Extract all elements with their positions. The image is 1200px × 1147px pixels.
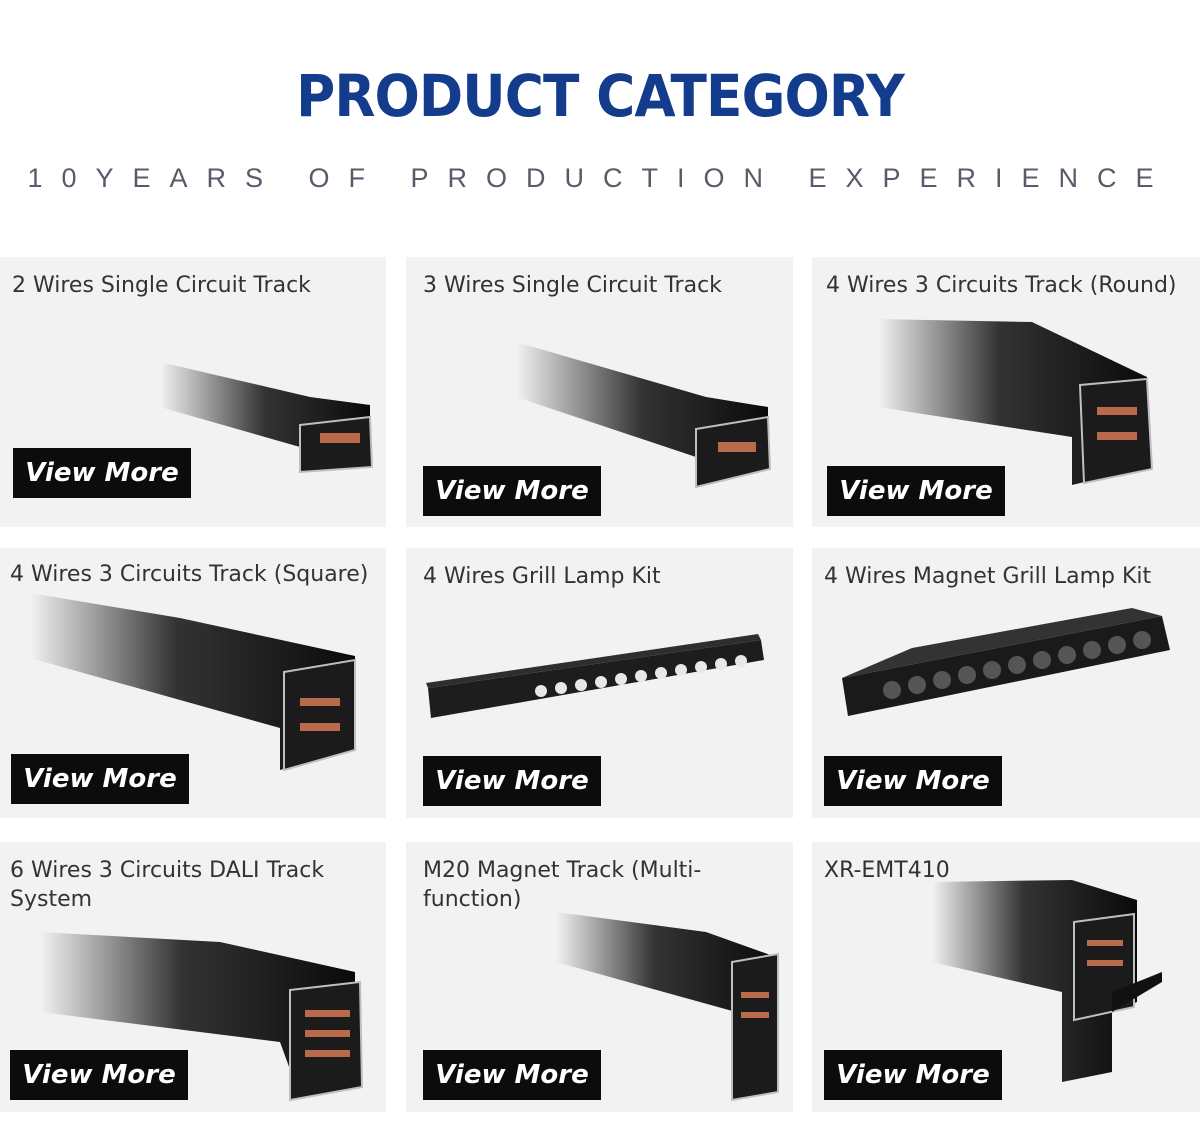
product-card[interactable]: 4 Wires 3 Circuits Track (Square) View M…	[0, 548, 386, 818]
product-name: M20 Magnet Track (Multi-function)	[423, 858, 702, 912]
view-more-button[interactable]: View More	[824, 1050, 1002, 1100]
track-profile-image	[556, 912, 779, 1102]
view-more-button[interactable]: View More	[423, 756, 601, 806]
product-name: 4 Wires 3 Circuits Track (Round)	[826, 273, 1177, 298]
view-more-button[interactable]: View More	[13, 448, 191, 498]
product-card[interactable]: XR-EMT410 View More	[812, 842, 1200, 1112]
product-card[interactable]: 4 Wires Magnet Grill Lamp Kit View More	[812, 548, 1200, 818]
page-subtitle: 10YEARS OF PRODUCTION EXPERIENCE	[27, 163, 1173, 193]
product-name: 6 Wires 3 Circuits DALI Track System	[10, 858, 325, 912]
track-profile-image	[30, 593, 356, 772]
product-name: 4 Wires Magnet Grill Lamp Kit	[824, 564, 1152, 589]
view-more-button[interactable]: View More	[827, 466, 1005, 516]
page-title: PRODUCT CATEGORY	[296, 62, 905, 130]
track-profile-image	[932, 880, 1162, 1082]
product-name: XR-EMT410	[824, 858, 950, 883]
track-profile-image	[160, 362, 374, 474]
view-more-button[interactable]: View More	[824, 756, 1002, 806]
view-more-button[interactable]: View More	[11, 754, 189, 804]
product-card[interactable]: M20 Magnet Track (Multi-function) View M…	[406, 842, 793, 1112]
product-card[interactable]: 3 Wires Single Circuit Track View More	[406, 257, 793, 527]
product-card[interactable]: 4 Wires Grill Lamp Kit View More	[406, 548, 793, 818]
product-card[interactable]: 4 Wires 3 Circuits Track (Round) View Mo…	[812, 257, 1200, 527]
track-profile-image	[516, 342, 772, 489]
product-card[interactable]: 6 Wires 3 Circuits DALI Track System Vie…	[0, 842, 386, 1112]
grill-lamp-image	[842, 608, 1170, 716]
view-more-button[interactable]: View More	[423, 1050, 601, 1100]
view-more-button[interactable]: View More	[10, 1050, 188, 1100]
page-header: PRODUCT CATEGORY 10YEARS OF PRODUCTION E…	[0, 0, 1200, 240]
grill-lamp-image	[426, 634, 764, 718]
view-more-button[interactable]: View More	[423, 466, 601, 516]
track-profile-image	[40, 932, 364, 1102]
track-profile-image	[878, 319, 1154, 485]
product-name: 4 Wires 3 Circuits Track (Square)	[10, 562, 369, 587]
product-card[interactable]: 2 Wires Single Circuit Track View More	[0, 257, 386, 527]
product-name: 3 Wires Single Circuit Track	[423, 273, 722, 298]
product-name: 4 Wires Grill Lamp Kit	[423, 564, 661, 589]
product-name: 2 Wires Single Circuit Track	[12, 273, 311, 298]
